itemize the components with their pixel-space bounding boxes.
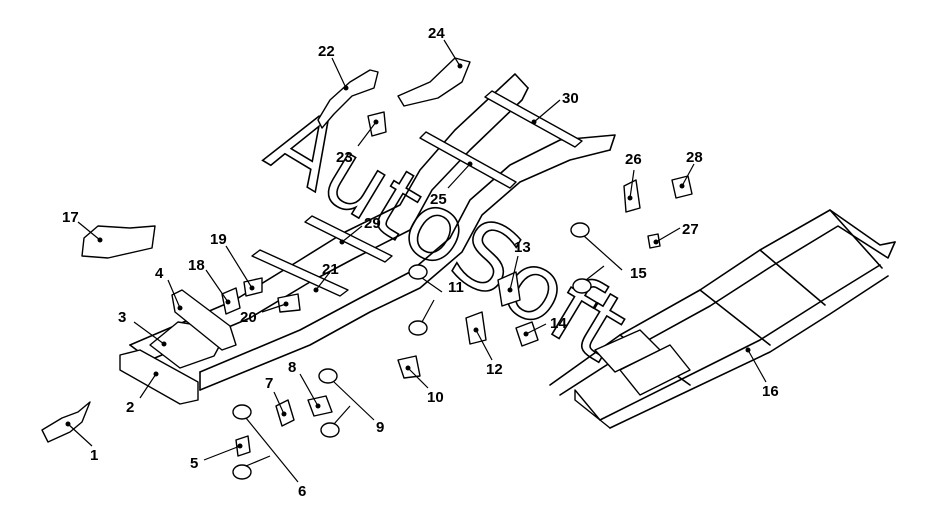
callout-29: 29 [364,215,381,232]
part-5 [235,435,251,457]
leader-lines [67,39,767,483]
callout-9: 9 [376,419,384,436]
callout-25: 25 [430,191,447,208]
frame-crossmembers [251,90,583,297]
part-11b [408,320,428,336]
ladder-frame-16 [549,209,896,429]
callout-5: 5 [190,455,198,472]
part-15a [570,222,590,238]
callout-19: 19 [210,231,227,248]
callout-1: 1 [90,447,98,464]
callout-12: 12 [486,361,503,378]
callout-30: 30 [562,90,579,107]
part-18 [221,287,241,315]
callout-3: 3 [118,309,126,326]
callout-20: 20 [240,309,257,326]
callout-26: 26 [625,151,642,168]
callout-28: 28 [686,149,703,166]
callout-7: 7 [265,375,273,392]
part-6b [232,464,252,480]
part-9b [320,422,340,438]
callout-2: 2 [126,399,134,416]
part-20 [277,293,301,313]
part-24 [397,57,471,107]
callout-labels: 1 2 3 4 5 6 7 8 9 10 11 12 13 14 15 16 1… [62,25,779,500]
part-4 [171,289,237,351]
callout-21: 21 [322,261,339,278]
part-2 [119,349,199,405]
callout-11: 11 [448,279,464,296]
part-9a [318,368,338,384]
part-1 [41,401,91,443]
callout-18: 18 [188,257,205,274]
callout-13: 13 [514,239,531,256]
part-17 [81,225,156,259]
callout-6: 6 [298,483,306,500]
callout-24: 24 [428,25,445,42]
callout-8: 8 [288,359,296,376]
callout-14: 14 [550,315,567,332]
callout-17: 17 [62,209,79,226]
part-6a [232,404,252,420]
part-15b [572,278,592,294]
callout-22: 22 [318,43,335,60]
callout-10: 10 [427,389,444,406]
part-11a [408,264,428,280]
leader-dots [65,63,751,449]
callout-16: 16 [762,383,779,400]
callout-15: 15 [630,265,647,282]
callout-4: 4 [155,265,164,282]
callout-27: 27 [682,221,699,238]
part-22 [317,69,379,129]
callout-23: 23 [336,149,353,166]
